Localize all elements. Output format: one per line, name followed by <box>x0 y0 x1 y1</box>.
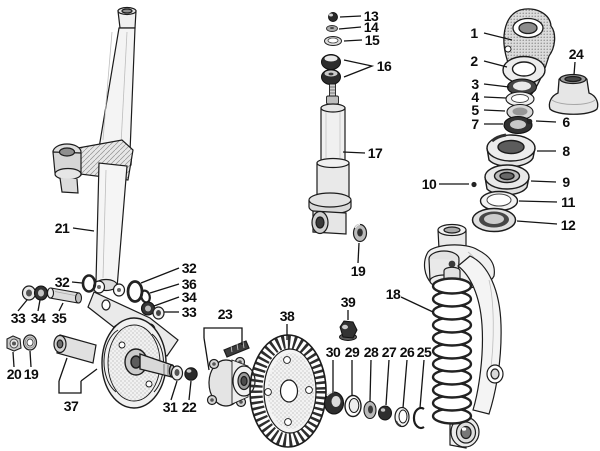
part-label-32-left: 32 <box>54 274 70 290</box>
part-32-ring-left <box>81 274 97 293</box>
part-label-25: 25 <box>416 344 432 360</box>
part-label-10: 10 <box>421 176 437 192</box>
part-35-pivot-pin <box>46 287 83 304</box>
part-label-39: 39 <box>340 294 356 310</box>
part-label-22: 22 <box>181 399 197 415</box>
part-label-38: 38 <box>279 308 295 324</box>
part-label-23: 23 <box>217 306 233 322</box>
part-label-31: 31 <box>162 399 178 415</box>
part-30-bearing <box>323 391 345 415</box>
part-22-ball-nut <box>184 367 198 381</box>
part-20-nut <box>6 335 22 352</box>
part-19-washer-left <box>22 334 38 351</box>
part-31-washer <box>170 365 184 381</box>
part-7-ring <box>503 115 533 135</box>
part-label-29: 29 <box>344 344 360 360</box>
part-10-ball <box>471 181 477 188</box>
part-label-16: 16 <box>376 58 392 74</box>
part-18-spring <box>431 266 473 425</box>
part-label-21: 21 <box>54 220 70 236</box>
part-26-ring <box>394 406 410 428</box>
part-label-19-mid: 19 <box>350 263 366 279</box>
part-23-hub-carrier <box>206 340 256 408</box>
leader-lines <box>12 15 576 409</box>
part-6-ball <box>526 118 533 125</box>
part-label-13: 13 <box>363 8 379 24</box>
part-label-30: 30 <box>325 344 341 360</box>
part-28-washer <box>363 400 377 420</box>
part-39-nut <box>339 320 358 341</box>
part-label-33-left: 33 <box>10 310 26 326</box>
part-37-brake-backplate <box>101 317 176 409</box>
part-19-washer-mid <box>352 223 368 243</box>
part-4-washer <box>505 91 535 107</box>
part-33-ring-right <box>152 306 165 320</box>
part-label-12: 12 <box>560 217 576 233</box>
part-33-bushing-left <box>21 285 37 301</box>
part-label-33-right: 33 <box>181 304 197 320</box>
part-label-15: 15 <box>364 32 380 48</box>
part-label-18: 18 <box>385 286 401 302</box>
part-label-9: 9 <box>562 174 570 190</box>
part-label-3: 3 <box>471 76 479 92</box>
part-label-37: 37 <box>63 398 79 414</box>
part-label-14: 14 <box>363 19 379 35</box>
part-label-34-right: 34 <box>181 289 197 305</box>
part-9-bearing-cone <box>484 164 530 196</box>
part-label-28: 28 <box>363 344 379 360</box>
part-27-nut <box>378 405 392 421</box>
part-label-17: 17 <box>367 145 383 161</box>
part-17-shock-absorber <box>308 83 352 235</box>
part-11-ring <box>479 190 519 212</box>
part-label-7: 7 <box>471 116 479 132</box>
part-14-washer <box>326 25 338 32</box>
part-label-19-left: 19 <box>23 366 39 382</box>
part-36-ring <box>140 289 151 304</box>
part-label-35: 35 <box>51 310 67 326</box>
part-15-cup-washer <box>324 36 342 46</box>
part-24-rubber-boot <box>548 73 599 115</box>
part-21-steering-column <box>52 6 137 297</box>
part-label-34-left: 34 <box>30 310 46 326</box>
part-label-26: 26 <box>399 344 415 360</box>
part-label-27: 27 <box>381 344 397 360</box>
part-8-bearing-cup <box>486 133 536 168</box>
part-label-4: 4 <box>471 89 479 105</box>
part-label-5: 5 <box>471 102 479 118</box>
part-label-24: 24 <box>568 46 584 62</box>
part-34-bushing-left <box>33 285 49 301</box>
part-38-brake-drum <box>249 334 327 448</box>
part-32-ring-right <box>126 280 144 303</box>
part-label-32-right: 32 <box>181 260 197 276</box>
part-label-20: 20 <box>6 366 22 382</box>
part-2-ring <box>502 55 546 85</box>
part-25-circlip <box>412 406 425 430</box>
part-13-nut <box>328 12 338 22</box>
part-label-11: 11 <box>561 194 575 210</box>
part-label-2: 2 <box>470 53 478 69</box>
part-label-8: 8 <box>562 143 570 159</box>
part-label-1: 1 <box>470 25 478 41</box>
part-16-rubber-bushings <box>321 54 341 85</box>
part-label-6: 6 <box>562 114 570 130</box>
part-label-36: 36 <box>181 276 197 292</box>
part-12-dust-seal <box>471 207 517 233</box>
part-29-ring <box>344 394 362 418</box>
